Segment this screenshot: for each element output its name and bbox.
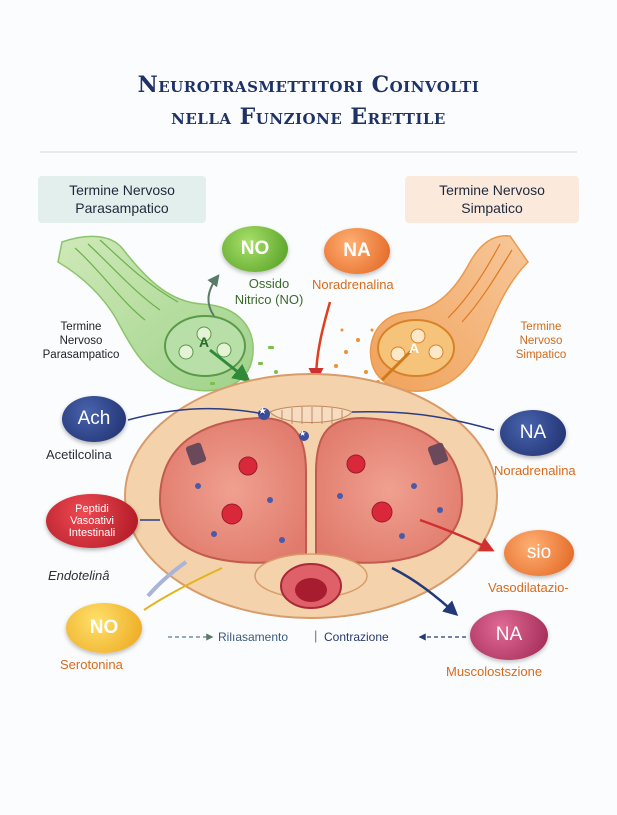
no-bottom-badge: NO	[66, 603, 142, 653]
vasodilation-arrow	[419, 518, 495, 552]
no-top-label: Ossido Nitrico (NO)	[234, 276, 304, 307]
serotonin-arrow	[143, 567, 223, 611]
no-top-badge: NO	[222, 226, 288, 272]
ach-badge: Ach	[62, 396, 126, 442]
legend-contract-label: Contrazione	[324, 630, 389, 644]
parasympathetic-box-line2: Parasampatico	[75, 200, 169, 216]
na-bottom-abbr: NA	[495, 624, 523, 645]
na-right-abbr: NA	[519, 422, 547, 443]
na-top-badge: NA	[324, 228, 390, 274]
tissue-cross-section	[124, 373, 498, 619]
parasympathetic-box-line1: Termine Nervoso	[69, 182, 175, 198]
parasympathetic-nerve	[57, 235, 254, 392]
parasympathetic-side-label: Termine Nervoso Parasampatico	[42, 321, 120, 361]
no-bottom-abbr: NO	[89, 617, 119, 638]
vip-badge: Peptidi Vasoativi Intestinali	[46, 494, 138, 548]
sympathetic-box-line2: Simpatico	[461, 200, 523, 216]
endotelin-arrow	[146, 560, 188, 598]
parasympathetic-box: Termine Nervoso Parasampatico	[38, 176, 206, 223]
sympathetic-box-line1: Termine Nervoso	[439, 182, 545, 198]
legend-separator: |	[314, 628, 318, 643]
sio-abbr: sio	[526, 542, 552, 563]
endotelin-label: Endotelinâ	[48, 568, 110, 583]
vip-text: Peptidi Vasoativi Intestinali	[68, 503, 116, 539]
sio-label: Vasodilatazio-	[488, 580, 569, 595]
na-right-label: Noradrenalina	[494, 463, 576, 478]
ach-connector	[127, 407, 265, 421]
ach-abbr: Ach	[77, 408, 111, 429]
na-bottom-label: Muscolostszione	[446, 664, 543, 679]
serotonin-label: Serotonina	[60, 657, 123, 672]
no-top-abbr: NO	[240, 238, 270, 259]
na-down-arrow	[308, 301, 332, 383]
na-top-label: Noradrenalina	[312, 277, 394, 292]
green-release-arrow	[209, 348, 251, 383]
receptor-star-left: ★	[258, 406, 267, 417]
sio-badge: sio	[504, 530, 574, 576]
sympathetic-box: Termine Nervoso Simpatico	[405, 176, 579, 223]
sympathetic-side-label: Termine Nervoso Simpatico	[515, 321, 567, 361]
na-top-abbr: NA	[343, 240, 371, 261]
legend-relax-label: Rilıasamento	[218, 630, 289, 644]
vesicle-letter-right: A	[409, 340, 420, 356]
title-line-1: Neurotrasmettitori Coinvolti	[137, 72, 480, 98]
orange-release-arrow	[380, 348, 414, 382]
vesicle-letter-left: A	[199, 334, 210, 350]
na-right-connector	[351, 410, 495, 431]
na-bottom-badge: NA	[470, 610, 548, 660]
receptor-star-right: ★	[299, 429, 307, 438]
title-line-2: nella Funzione Erettile	[171, 104, 446, 130]
ach-label: Acetilcolina	[46, 447, 112, 462]
no-up-arrow	[207, 274, 220, 317]
na-right-badge: NA	[500, 410, 566, 456]
contraction-arrow	[391, 566, 459, 617]
